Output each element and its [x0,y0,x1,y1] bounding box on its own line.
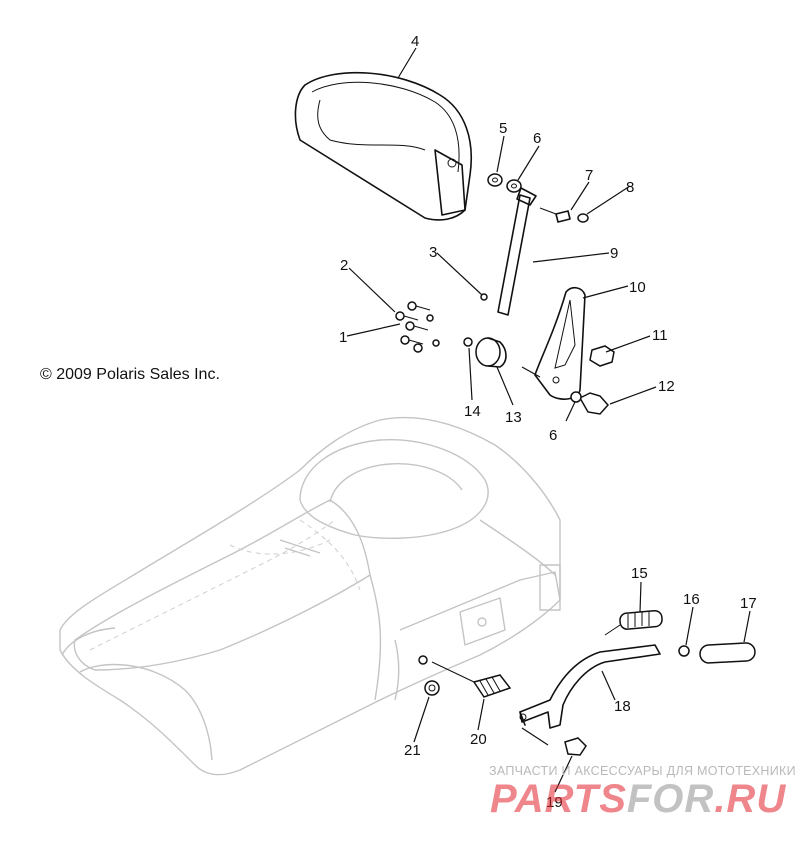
watermark-logo-parts: PARTS [490,777,627,821]
watermark-logo-ru: .RU [714,777,786,821]
callout-14: 14 [464,403,481,420]
watermark-logo-for: FOR [627,777,714,821]
callout-7: 7 [585,167,593,184]
callout-17: 17 [740,595,757,612]
seat-drawing [59,416,561,776]
screw-set [395,301,440,353]
callout-12: 12 [658,378,675,395]
backrest-part [294,71,472,221]
support-bar-part [480,187,537,316]
callout-10: 10 [629,279,646,296]
grab-handle-parts [519,609,756,729]
bracket-part [534,286,586,400]
callout-2: 2 [340,257,348,274]
callout-labels: 1 2 3 4 5 6 7 8 9 10 11 12 13 14 15 16 1… [339,33,757,811]
callout-13: 13 [505,409,522,426]
callout-20: 20 [470,731,487,748]
knob-parts [570,345,615,415]
leader-lines [346,47,751,793]
callout-15: 15 [631,565,648,582]
callout-9: 9 [610,245,618,262]
callout-16: 16 [683,591,700,608]
callout-8: 8 [626,179,634,196]
watermark: ЗАПЧАСТИ И АКСЕССУАРЫ ДЛЯ МОТОТЕХНИКИ PA… [489,764,796,821]
callout-6-upper: 6 [533,130,541,147]
watermark-logo: PARTSFOR.RU [490,777,786,821]
callout-1: 1 [339,329,347,346]
callout-11: 11 [652,327,668,344]
callout-18: 18 [614,698,631,715]
watermark-tagline: ЗАПЧАСТИ И АКСЕССУАРЫ ДЛЯ МОТОТЕХНИКИ [489,764,796,778]
callout-6-lower: 6 [549,427,557,444]
spacer-nut-parts [463,337,507,368]
callout-4: 4 [411,33,419,50]
copyright-text: © 2009 Polaris Sales Inc. [40,366,220,383]
callout-3: 3 [429,244,437,261]
callout-21: 21 [404,742,421,759]
washers-upper [487,173,589,223]
callout-19: 19 [546,794,563,811]
callout-5: 5 [499,120,507,137]
lower-hardware-parts [418,655,587,756]
